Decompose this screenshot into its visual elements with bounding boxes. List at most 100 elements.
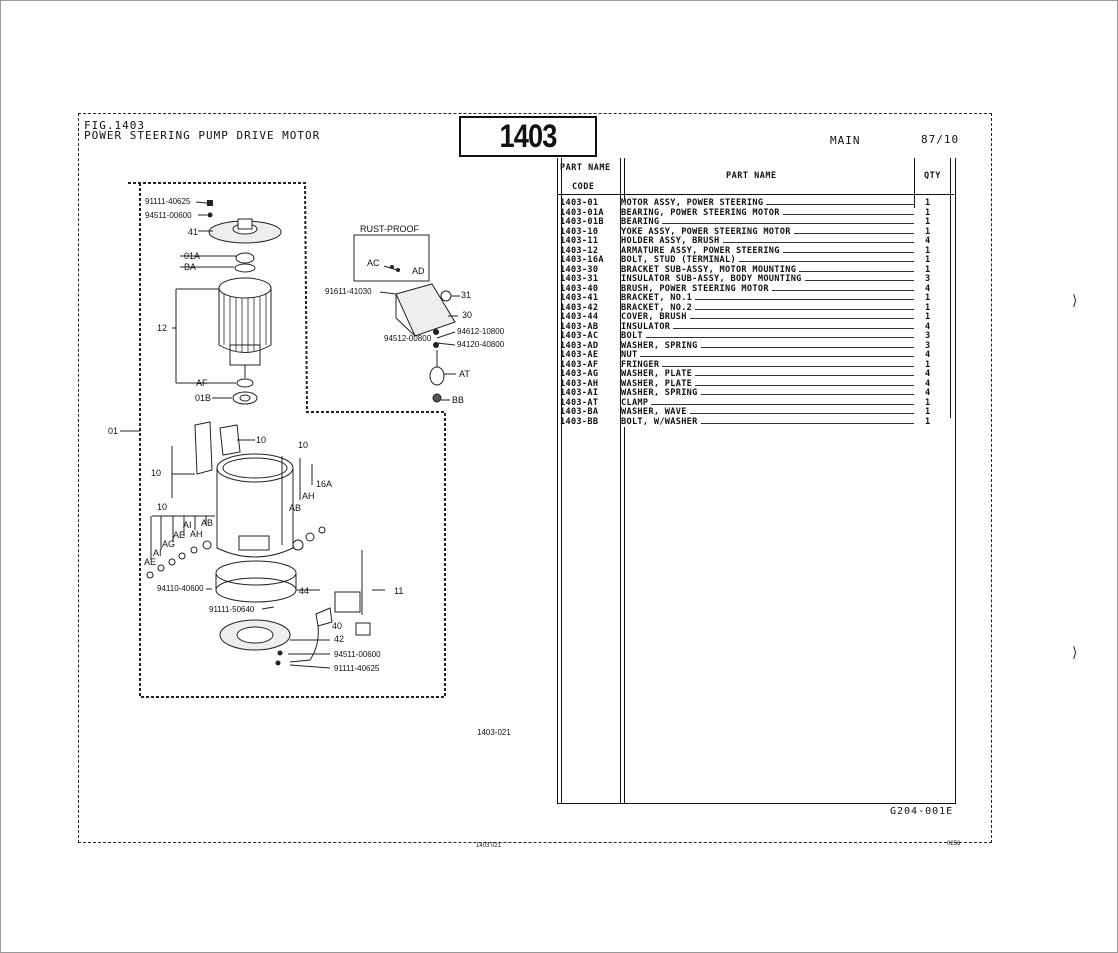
- part-code: 1403-30: [560, 264, 599, 275]
- part-name: WASHER, SPRING: [621, 341, 701, 351]
- label-12: 12: [157, 323, 168, 333]
- label-BB: BB: [452, 395, 465, 405]
- part-name: YOKE ASSY, POWER STEERING MOTOR: [621, 227, 794, 237]
- table-row: 1403-BA WASHER, WAVE 1: [558, 407, 954, 418]
- leader-line: [622, 422, 914, 424]
- scan-mark-bottom: ⟩: [1072, 644, 1078, 660]
- part-qty: 1: [925, 407, 931, 417]
- part-code: 1403-40: [560, 283, 599, 294]
- part-code: 1403-01: [560, 198, 599, 208]
- part-code: 1403-AD: [560, 340, 599, 351]
- figure-number: FIG.1403: [84, 119, 145, 132]
- label-91111-40625-top: 91111-40625: [145, 197, 191, 206]
- label-10-left: 10: [151, 468, 162, 478]
- label-01B: 01B: [195, 393, 212, 403]
- part-qty: 1: [925, 198, 931, 208]
- table-col-divider-1: [620, 158, 621, 803]
- label-94110-40600: 94110-40600: [157, 584, 204, 593]
- footer-left: 1403 021: [476, 843, 502, 849]
- part-name: BRUSH, POWER STEERING MOTOR: [621, 284, 772, 294]
- part-qty: 1: [925, 217, 931, 227]
- part-code: 1403-44: [560, 312, 599, 322]
- label-AT: AT: [459, 369, 470, 379]
- label-10-cover: 10: [256, 435, 267, 445]
- part-code: 1403-10: [560, 226, 599, 237]
- leader-line: [622, 308, 914, 310]
- table-col-divider-2: [914, 158, 915, 208]
- part-name: BRACKET SUB-ASSY, MOTOR MOUNTING: [621, 265, 800, 275]
- leader-line: [622, 242, 914, 243]
- part-code: 1403-AH: [560, 378, 599, 389]
- part-qty: 4: [925, 369, 931, 379]
- part-code: 1403-AE: [560, 350, 599, 360]
- part-qty: 1: [925, 302, 931, 313]
- label-16A: 16A: [316, 479, 333, 489]
- label-AE: AE: [173, 530, 186, 540]
- part-code: 1403-AB: [560, 321, 599, 332]
- label-94612-10800: 94612-10800: [457, 327, 505, 336]
- label-AI: AI: [183, 520, 192, 530]
- table-row: 1403-01B BEARING 1: [558, 217, 954, 228]
- part-qty: 4: [925, 321, 931, 332]
- catalog-code: G204-001E: [890, 806, 954, 817]
- part-name: WASHER, WAVE: [621, 407, 690, 418]
- part-qty: 1: [925, 207, 931, 218]
- part-qty: 1: [925, 397, 931, 408]
- part-name: ARMATURE ASSY, POWER STEERING: [621, 246, 783, 256]
- table-row: 1403-AE NUT 4: [558, 350, 954, 361]
- label-AB-2: AB: [201, 518, 214, 528]
- part-name: BRACKET, NO.2: [621, 303, 696, 313]
- part-code: 1403-01B: [560, 217, 604, 227]
- part-qty: 1: [925, 416, 931, 427]
- part-qty: 1: [925, 359, 931, 370]
- label-41: 41: [188, 227, 199, 237]
- label-42: 42: [334, 634, 345, 644]
- part-qty: 1: [925, 255, 931, 265]
- label-AB: AB: [289, 503, 302, 513]
- header-part-name: PART NAME: [726, 171, 777, 181]
- label-91111-40625-bottom: 91111-40625: [334, 664, 380, 673]
- label-BA: BA: [184, 262, 197, 272]
- label-10-yoke: 10: [298, 440, 309, 450]
- part-name: WASHER, PLATE: [621, 369, 696, 380]
- table-col-divider-1b: [624, 158, 625, 803]
- leader-line: [622, 318, 914, 319]
- page-frame: [78, 113, 992, 843]
- part-name: FRINGER: [621, 360, 663, 370]
- part-name: BOLT: [621, 331, 646, 342]
- header-qty: QTY: [924, 171, 941, 181]
- part-qty: 4: [925, 350, 931, 360]
- part-code: 1403-BA: [560, 407, 599, 417]
- label-94511-00600-top: 94511-00600: [145, 211, 192, 220]
- big-figure-number: 1403: [499, 118, 557, 154]
- label-30: 30: [462, 310, 473, 320]
- part-name: INSULATOR: [621, 322, 674, 332]
- leader-line: [622, 261, 914, 262]
- footer-right: 0256: [947, 841, 961, 847]
- part-code: 1403-AC: [560, 331, 599, 341]
- label-AE-2: AE: [144, 557, 157, 567]
- diagram-id: 1403-021: [477, 728, 511, 737]
- part-name: WASHER, SPRING: [621, 388, 701, 399]
- part-name: INSULATOR SUB-ASSY, BODY MOUNTING: [621, 274, 805, 285]
- label-91111-50640: 91111-50640: [209, 605, 255, 614]
- label-AF: AF: [196, 378, 208, 388]
- label-11: 11: [394, 586, 404, 596]
- part-qty: 4: [925, 283, 931, 294]
- label-AH-2: AH: [190, 529, 203, 539]
- label-01: 01: [108, 426, 119, 436]
- part-name: BEARING: [621, 217, 663, 228]
- leader-line: [622, 384, 914, 386]
- leader-line: [622, 365, 914, 367]
- part-name: NUT: [621, 350, 641, 361]
